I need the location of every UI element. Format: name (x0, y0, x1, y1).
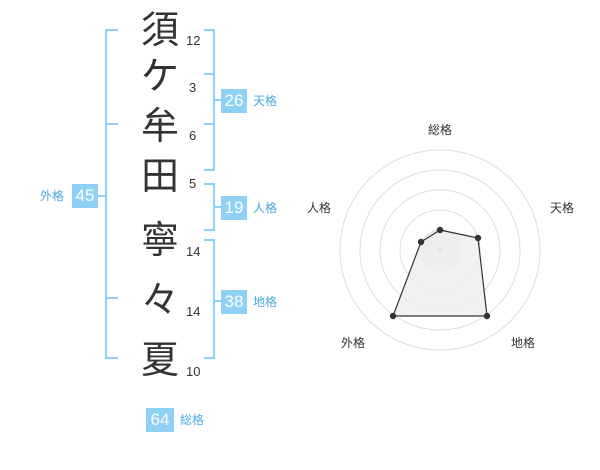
radar-point-3 (483, 312, 491, 320)
name-char-4: 田 (140, 154, 179, 198)
stroke-count-2: 3 (189, 80, 197, 95)
radar-axis-chikaku: 地格 (511, 336, 536, 350)
chikaku-score: 38 (221, 290, 247, 314)
stroke-count-6: 14 (186, 304, 201, 319)
radar-polygon (392, 229, 488, 317)
radar-points (389, 226, 491, 320)
gaikaku-bracket (98, 29, 118, 359)
radar-axis-jinkaku: 人格 (307, 201, 332, 215)
chikaku-bracket (204, 239, 222, 359)
radar-axis-tenkaku: 天格 (550, 201, 575, 215)
gaikaku-score: 45 (72, 184, 98, 208)
name-char-6: 々 (140, 278, 179, 322)
name-char-3: 牟 (140, 104, 179, 148)
stroke-count-1: 12 (186, 33, 201, 48)
jinkaku-bracket (204, 183, 222, 231)
radar-point-4 (389, 312, 397, 320)
soukaku-label: 総格 (180, 413, 205, 427)
soukaku-score: 64 (146, 408, 174, 432)
stroke-count-7: 10 (186, 364, 201, 379)
tenkaku-label: 天格 (253, 94, 278, 108)
tenkaku-score: 26 (221, 89, 247, 113)
name-char-7: 夏 (140, 338, 179, 382)
radar-point-1 (436, 226, 444, 234)
radar-point-5 (417, 238, 425, 246)
stroke-count-5: 14 (186, 244, 201, 259)
gaikaku-label: 外格 (40, 189, 65, 203)
radar-axis-soukaku: 総格 (428, 123, 453, 137)
name-char-2: ケ (140, 54, 179, 98)
tenkaku-bracket (204, 29, 222, 171)
stroke-count-3: 6 (189, 128, 197, 143)
radar-point-2 (474, 234, 482, 242)
name-char-1: 須 (140, 8, 179, 52)
radar-axis-gaikaku: 外格 (341, 336, 366, 350)
stroke-count-4: 5 (189, 176, 197, 191)
jinkaku-label: 人格 (253, 201, 278, 215)
name-char-5: 寧 (140, 218, 179, 262)
chikaku-label: 地格 (253, 295, 278, 309)
radar-grid (339, 149, 541, 351)
jinkaku-score: 19 (221, 196, 247, 220)
